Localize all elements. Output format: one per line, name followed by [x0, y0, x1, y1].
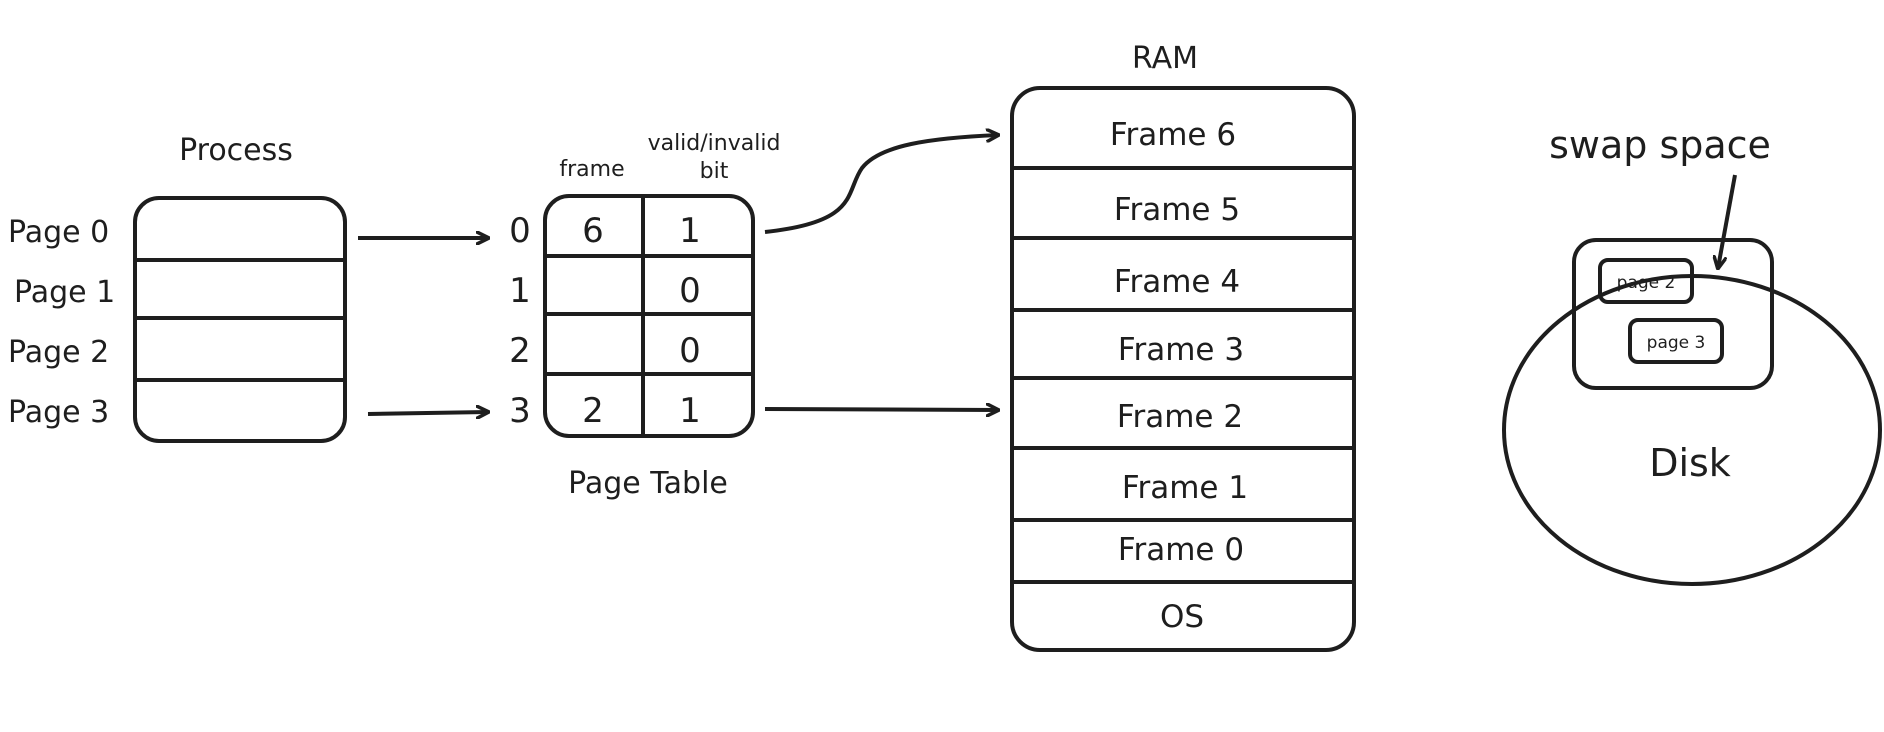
disk-page-box	[1598, 258, 1694, 304]
process-title: Process	[179, 133, 293, 168]
process-page-label: Page 2	[8, 335, 109, 370]
page-table-valid-cell: 0	[679, 331, 701, 371]
page-table-frame-cell: 6	[582, 211, 604, 251]
ram-frame-label: Frame 4	[1114, 264, 1240, 300]
ram-frame-label: Frame 1	[1122, 470, 1248, 506]
page-table-index: 3	[509, 391, 531, 431]
arrow-table-to-frame2	[764, 409, 998, 410]
ram-frame-label: Frame 6	[1110, 117, 1236, 153]
process-page-label: Page 3	[8, 395, 109, 430]
disk-page-label: page 3	[1647, 333, 1706, 353]
page-table-valid-cell: 1	[679, 211, 701, 251]
page-table-col-valid: valid/invalid	[648, 131, 781, 156]
process-block: Process Page 0 Page 1 Page 2 Page 3	[8, 133, 347, 443]
disk-circle	[1502, 274, 1882, 586]
page-table-col-valid-bit: bit	[700, 159, 729, 184]
page-table-valid-cell: 0	[679, 271, 701, 311]
ram-title: RAM	[1132, 41, 1198, 76]
disk-page-box	[1628, 318, 1724, 364]
ram-block: RAM Frame 6 Frame 5 Frame 4 Frame 3 Fram…	[1010, 41, 1356, 652]
arrow-swap-pointer	[1718, 174, 1737, 268]
ram-box	[1010, 86, 1356, 652]
page-table-index: 1	[509, 271, 531, 311]
page-table-title: Page Table	[568, 466, 728, 501]
ram-frame-label: Frame 3	[1118, 332, 1244, 368]
page-table-col-frame: frame	[559, 157, 624, 182]
page-table-valid-cell: 1	[679, 391, 701, 431]
disk-page-label: page 2	[1617, 273, 1676, 293]
page-table-frame-cell: 2	[582, 391, 604, 431]
process-page-label: Page 1	[14, 275, 115, 310]
ram-os-label: OS	[1160, 599, 1204, 635]
arrow-page3-to-table	[367, 412, 488, 414]
disk-block: swap space page 2 page 3 Disk	[1502, 123, 1882, 586]
ram-frame-label: Frame 2	[1117, 399, 1243, 435]
ram-frame-label: Frame 5	[1114, 192, 1240, 228]
ram-frame-label: Frame 0	[1118, 532, 1244, 568]
swap-space-box	[1572, 238, 1774, 390]
page-table-index: 0	[509, 211, 531, 251]
swap-space-label: swap space	[1549, 123, 1771, 167]
page-table-block: frame valid/invalid bit 0 1 2 3 6 2 1 0 …	[509, 131, 780, 501]
arrow-table-to-frame6	[764, 135, 998, 234]
disk-label: Disk	[1649, 441, 1731, 485]
page-table-index: 2	[509, 331, 531, 371]
process-page-label: Page 0	[8, 215, 109, 250]
